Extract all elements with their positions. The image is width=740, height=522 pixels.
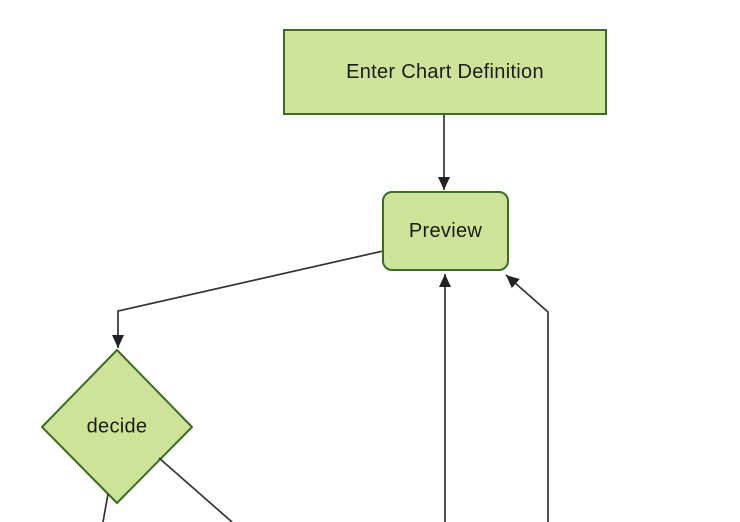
edge-bottom-right-to-preview (505, 274, 549, 522)
edge-decide-to-bottom-right (158, 457, 233, 522)
node-preview-label: Preview (408, 219, 483, 242)
node-enter-chart-definition[interactable]: Enter Chart Definition (283, 29, 607, 115)
node-decide[interactable]: decide (87, 416, 148, 439)
node-preview[interactable]: Preview (382, 191, 509, 271)
node-enter-chart-definition-label: Enter Chart Definition (346, 60, 544, 83)
edge-decide-to-bottom-left (102, 493, 109, 522)
edge-preview-to-decide (112, 250, 384, 348)
node-decide-shape[interactable] (41, 349, 193, 504)
node-decide-label: decide (86, 415, 148, 438)
